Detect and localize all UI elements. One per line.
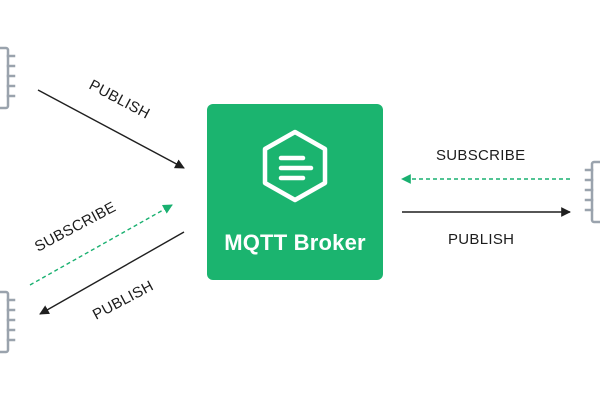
device-chip-icon [584, 160, 600, 224]
subscribe-label-left: SUBSCRIBE [32, 199, 119, 256]
publish-label-bottom-left: PUBLISH [90, 277, 157, 323]
publish-label-top-left: PUBLISH [86, 77, 153, 123]
publish-arrow-bottom-left [39, 231, 185, 315]
mqtt-broker: MQTT Broker [207, 104, 383, 280]
broker-label: MQTT Broker [224, 230, 366, 255]
subscribe-label-right: SUBSCRIBE [436, 147, 525, 164]
publish-label-right: PUBLISH [448, 231, 514, 248]
mqtt-broker-hexagon-icon [262, 129, 328, 203]
device-chip-icon [0, 290, 16, 354]
publish-arrow-top-left [37, 89, 185, 169]
subscribe-arrow-left [29, 204, 173, 286]
broker-box [207, 104, 383, 280]
device-chip-icon [0, 46, 16, 110]
